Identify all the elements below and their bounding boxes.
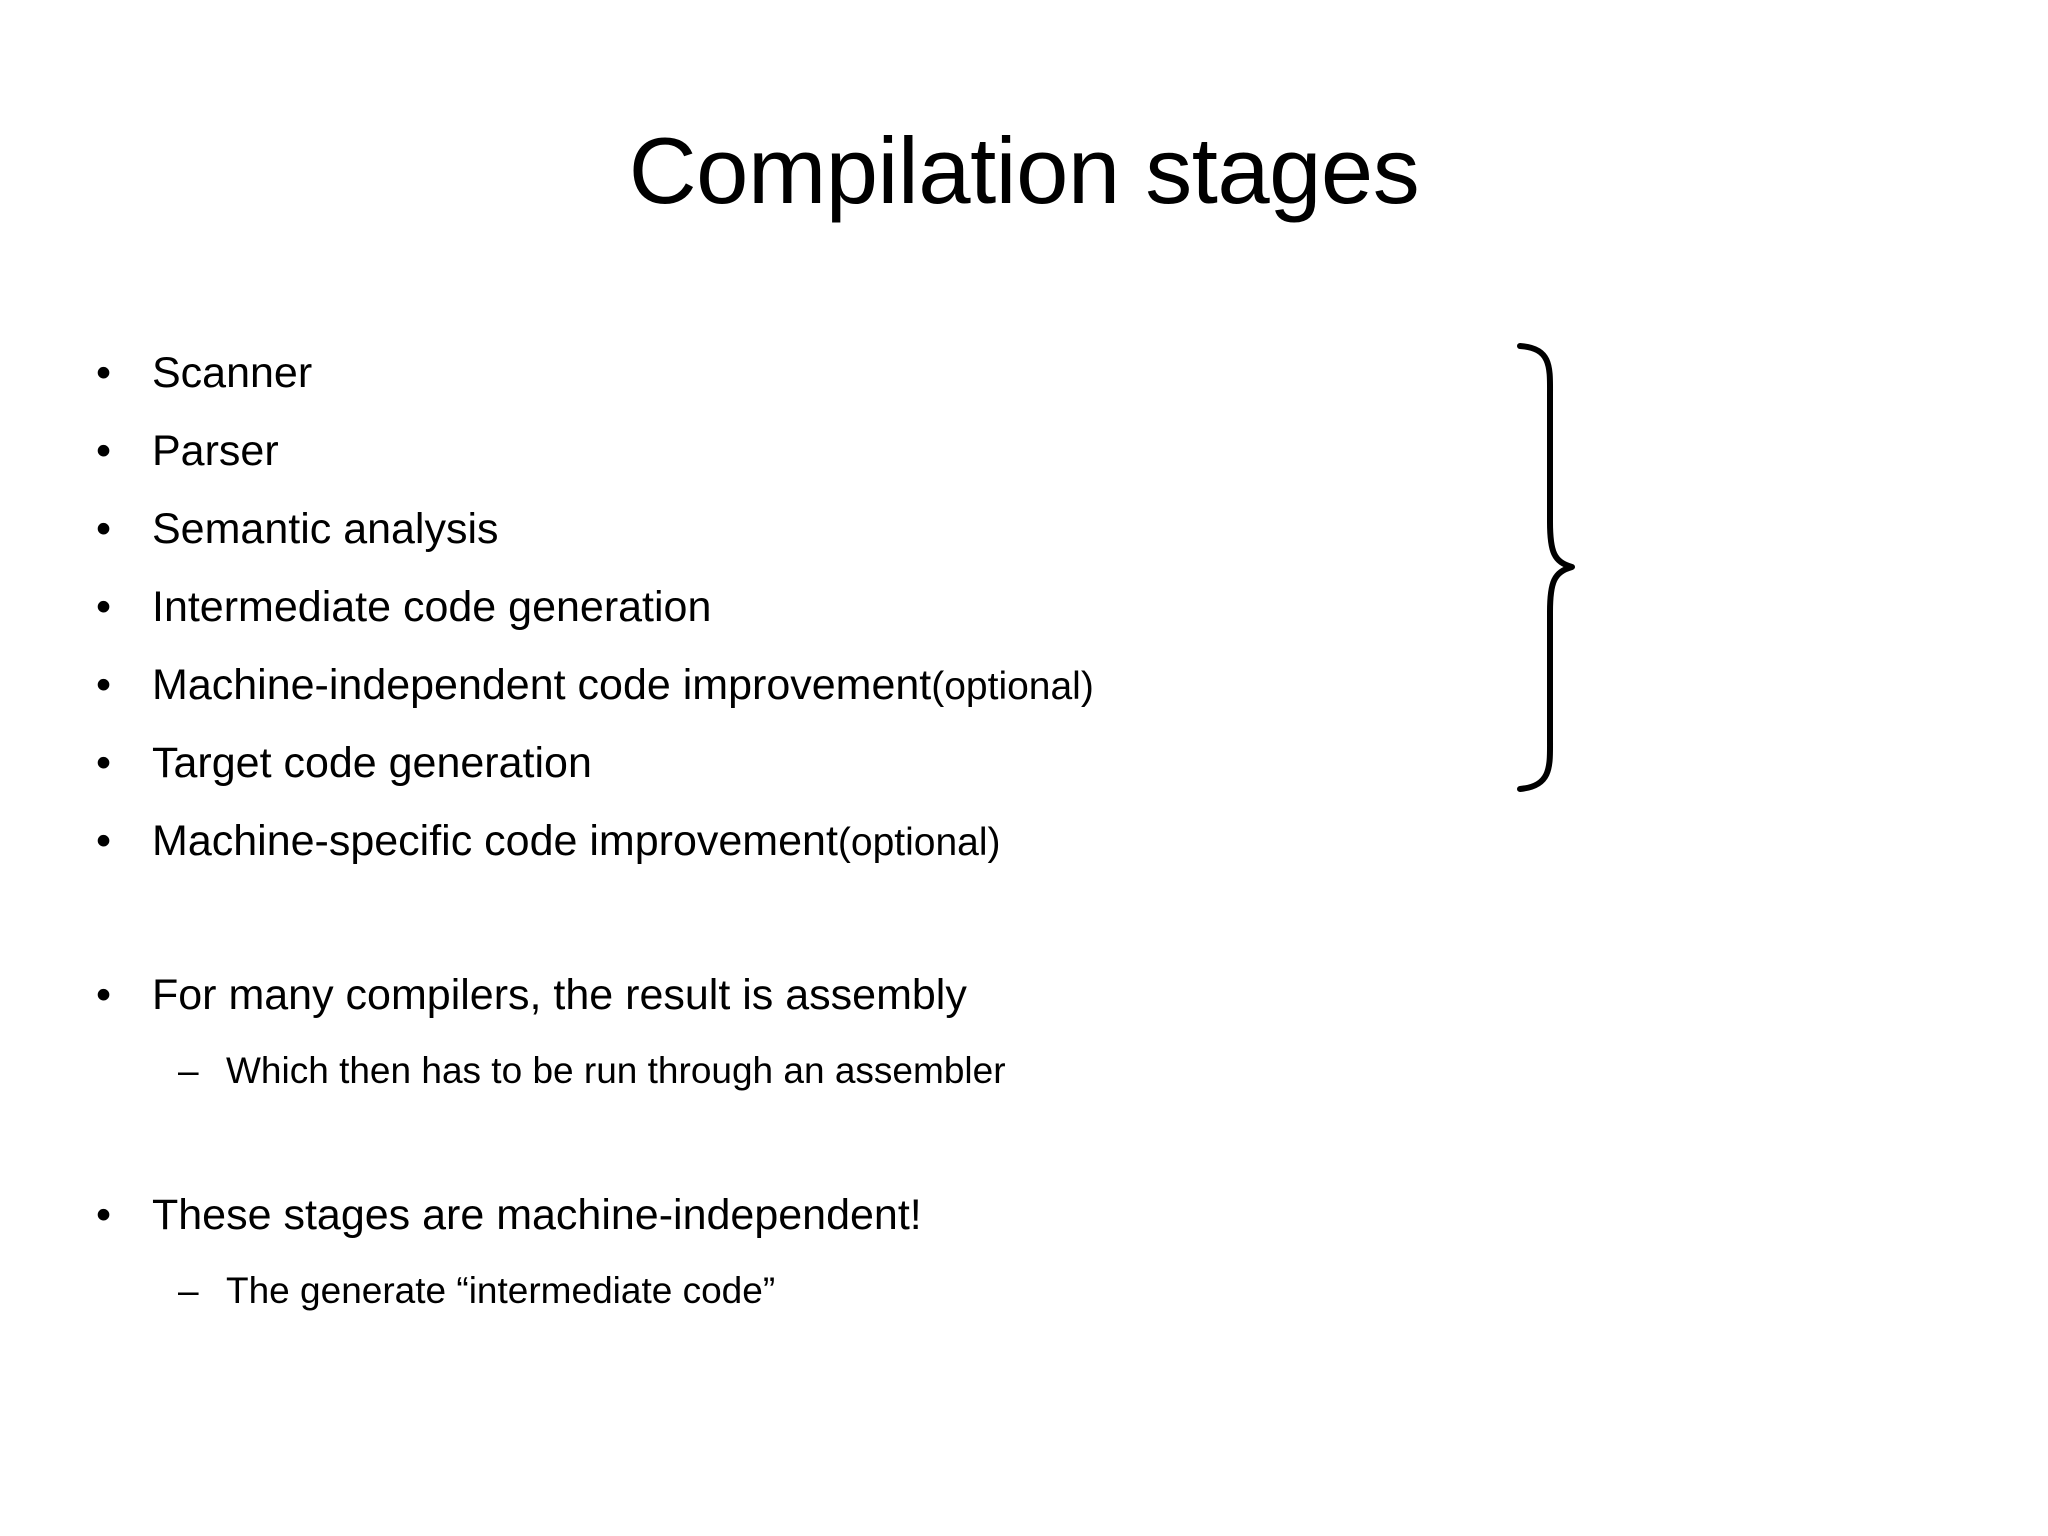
list-item-label: Machine-independent code improvement — [152, 661, 932, 709]
bullet-dot-icon: • — [96, 817, 112, 865]
bullet-dash-icon: – — [178, 1270, 199, 1311]
page-title: Compilation stages — [628, 118, 1420, 223]
list-item-label: Parser — [152, 427, 279, 475]
list-item: • For many compilers, the result is asse… — [96, 974, 1596, 1052]
list-spacer — [96, 898, 1596, 974]
sub-list-item-label: Which then has to be run through an asse… — [226, 1050, 1006, 1091]
list-item-label: Machine-specific code improvement — [152, 817, 838, 865]
list-item: • Intermediate code generation — [96, 586, 1596, 664]
bullet-list: • Scanner • Parser • Semantic analysis •… — [96, 352, 1596, 1344]
bullet-dot-icon: • — [96, 427, 112, 475]
list-item: • Scanner — [96, 352, 1596, 430]
list-item-qualifier: (optional) — [931, 665, 1094, 708]
list-item: • These stages are machine-independent! — [96, 1194, 1596, 1272]
list-item: • Machine-specific code improvement (opt… — [96, 820, 1596, 898]
bullet-dash-icon: – — [178, 1050, 199, 1091]
list-item-label: Semantic analysis — [152, 505, 499, 553]
list-item: • Parser — [96, 430, 1596, 508]
bullet-dot-icon: • — [96, 505, 112, 553]
bullet-dot-icon: • — [96, 349, 112, 397]
bullet-dot-icon: • — [96, 971, 112, 1019]
list-item-label: Intermediate code generation — [152, 583, 712, 631]
bullet-dot-icon: • — [96, 739, 112, 787]
sub-list-item: – Which then has to be run through an as… — [96, 1052, 1596, 1124]
sub-list-item: – The generate “intermediate code” — [96, 1272, 1596, 1344]
bullet-dot-icon: • — [96, 583, 112, 631]
list-item-qualifier: (optional) — [837, 821, 1001, 864]
list-item: • Semantic analysis — [96, 508, 1596, 586]
list-item-label: These stages are machine-independent! — [152, 1191, 922, 1239]
list-item: • Target code generation — [96, 742, 1596, 820]
bullet-dot-icon: • — [96, 661, 112, 709]
list-item-label: Target code generation — [152, 739, 592, 787]
bullet-dot-icon: • — [96, 1191, 112, 1239]
list-item: • Machine-independent code improvement (… — [96, 664, 1596, 742]
sub-list-item-label: The generate “intermediate code” — [226, 1270, 776, 1311]
list-spacer — [96, 1124, 1596, 1194]
list-item-label: For many compilers, the result is assemb… — [152, 971, 967, 1019]
list-item-label: Scanner — [152, 349, 313, 397]
